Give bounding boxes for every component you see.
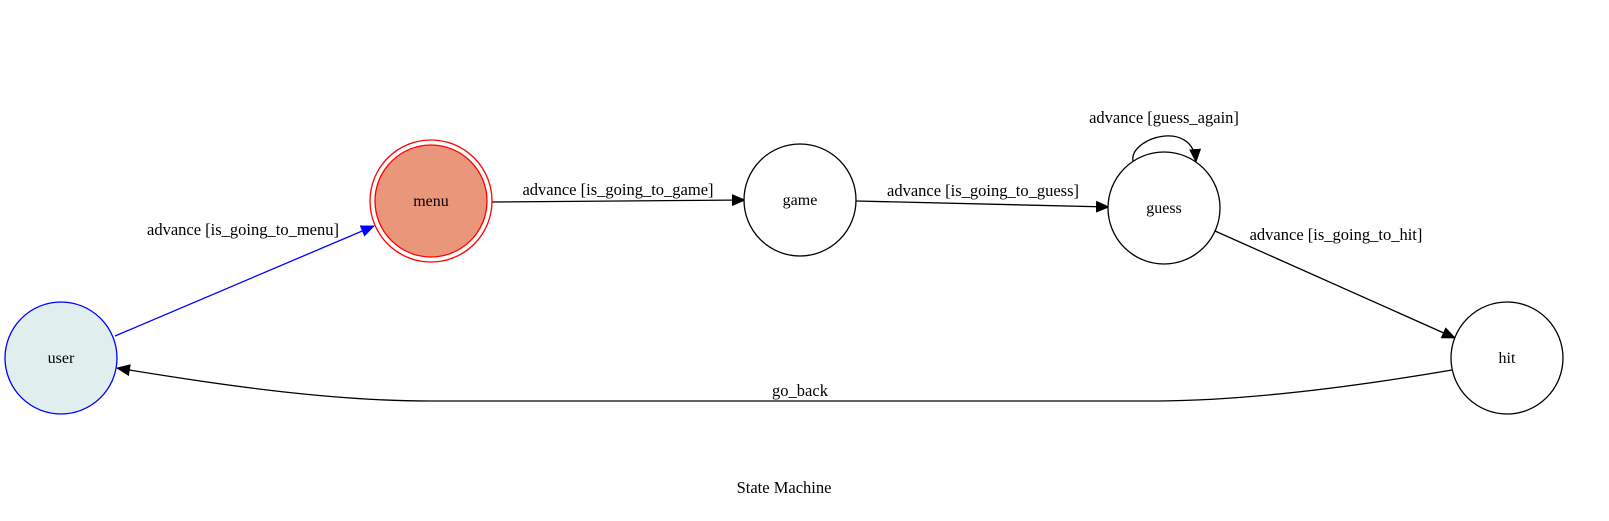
node-outer-ring [369, 139, 493, 263]
edge-line [116, 364, 1453, 402]
diagram-title: State Machine [737, 478, 832, 497]
node-label-user: user [48, 350, 75, 367]
edge-game-to-guess: advance [is_going_to_guess] [855, 181, 1110, 213]
node-label-menu: menu [413, 193, 449, 210]
edge-label-user-to-menu: advance [is_going_to_menu] [147, 220, 339, 239]
edge-line [114, 225, 375, 337]
node-circle [4, 301, 118, 415]
state-node-game: game [743, 143, 857, 257]
node-circle [1107, 151, 1221, 265]
edge-line [1214, 230, 1456, 339]
state-node-user: user [4, 301, 118, 415]
edge-label-guess-to-hit: advance [is_going_to_hit] [1250, 225, 1423, 244]
state-node-guess: guess [1107, 151, 1221, 265]
edge-menu-to-game: advance [is_going_to_game] [491, 180, 746, 207]
node-circle [743, 143, 857, 257]
state-node-menu: menu [369, 139, 493, 263]
edge-line [491, 194, 746, 207]
edge-label-hit-to-user: go_back [772, 381, 829, 400]
edge-guess-to-hit: advance [is_going_to_hit] [1214, 225, 1456, 339]
node-circle [374, 144, 488, 258]
edge-label-menu-to-game: advance [is_going_to_game] [522, 180, 713, 199]
edge-user-to-menu: advance [is_going_to_menu] [114, 220, 375, 337]
edge-hit-to-user: go_back [116, 364, 1453, 402]
node-circle [1450, 301, 1564, 415]
edge-line [1132, 135, 1202, 163]
state-node-hit: hit [1450, 301, 1564, 415]
node-label-guess: guess [1146, 200, 1182, 217]
node-label-game: game [783, 192, 818, 209]
edge-guess-self-loop: advance [guess_again] [1089, 108, 1239, 163]
edge-line [855, 200, 1110, 213]
edge-label-game-to-guess: advance [is_going_to_guess] [887, 181, 1079, 200]
node-label-hit: hit [1499, 350, 1516, 367]
edge-label-guess-self: advance [guess_again] [1089, 108, 1239, 127]
